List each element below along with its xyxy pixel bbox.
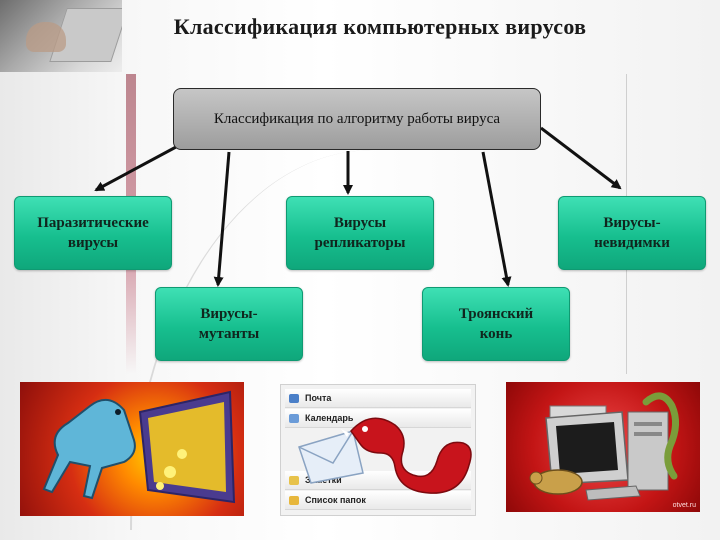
corner-photo [0, 0, 122, 72]
node-invisible-viruses: Вирусы- невидимки [558, 196, 706, 270]
node-line: Вирусы [333, 215, 387, 231]
mail-menu-label: Почта [305, 393, 332, 403]
mail-menu-label: Календарь [305, 413, 354, 423]
email-worm-illustration: Почта Календарь Заметки Список папок [280, 384, 476, 516]
computer-icon [529, 392, 679, 501]
invisible-virus-illustration: otvet.ru [506, 382, 700, 512]
node-line: Вирусы- [200, 306, 258, 322]
mail-menu-label: Список папок [305, 495, 366, 505]
mail-menu-item: Список папок [285, 491, 471, 510]
root-node-label: Классификация по алгоритму работы вируса [213, 110, 501, 127]
worm-icon [298, 417, 472, 494]
node-line: конь [479, 326, 513, 342]
arrow-to-trojan [481, 151, 512, 287]
trojan-horse-illustration [20, 382, 244, 516]
node-replicator-viruses: Вирусы репликаторы [286, 196, 434, 270]
node-mutant-viruses: Вирусы- мутанты [155, 287, 303, 361]
node-line: Троянский [458, 306, 534, 322]
node-line: вирусы [67, 235, 119, 251]
arrow-to-invisible [540, 126, 622, 190]
node-line: Паразитические [37, 215, 149, 231]
node-line: невидимки [594, 235, 670, 251]
hand-graphic [26, 22, 66, 52]
trojan-horse-icon [42, 390, 236, 504]
arrow-to-parasitic [94, 145, 177, 192]
node-line: Вирусы- [603, 215, 661, 231]
node-line: мутанты [198, 326, 260, 342]
root-node: Классификация по алгоритму работы вируса [173, 88, 541, 150]
node-trojan-horse: Троянский конь [422, 287, 570, 361]
page-title: Классификация компьютерных вирусов [173, 14, 587, 39]
node-parasitic-viruses: Паразитические вирусы [14, 196, 172, 270]
node-line: репликаторы [314, 235, 406, 251]
watermark: otvet.ru [672, 502, 696, 509]
mail-menu-item: Почта [285, 389, 471, 408]
